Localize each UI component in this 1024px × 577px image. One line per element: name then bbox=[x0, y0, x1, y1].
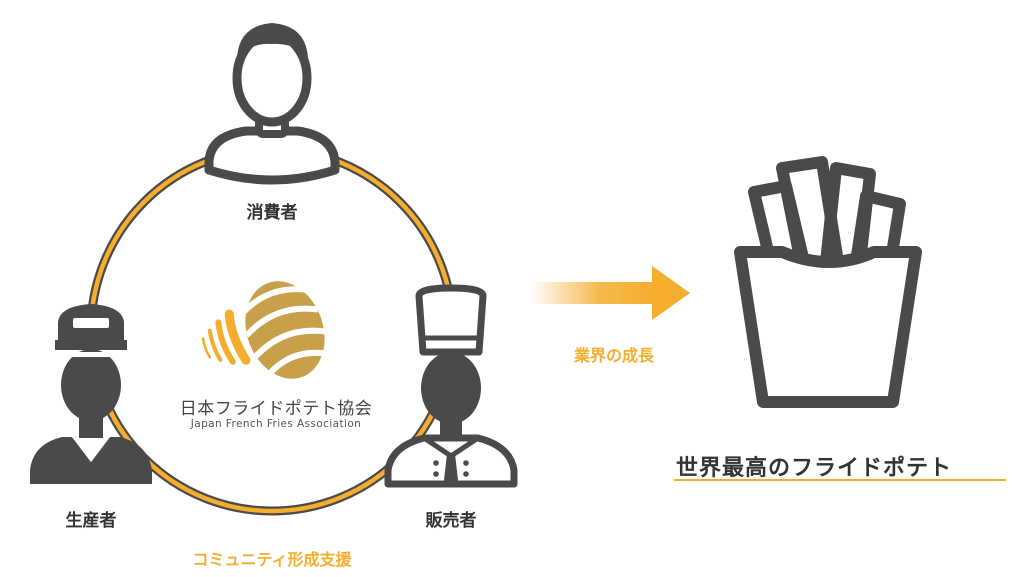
community-support-caption: コミュニティ形成支援 bbox=[192, 550, 352, 569]
producer-cap-person-icon bbox=[30, 304, 152, 484]
seller-label: 販売者 bbox=[425, 511, 477, 531]
french-fries-icon bbox=[734, 156, 922, 408]
association-name-en: Japan French Fries Association bbox=[190, 418, 362, 430]
association-logo-icon bbox=[201, 281, 326, 379]
chef-person-icon bbox=[384, 284, 518, 488]
consumer-person-icon bbox=[204, 23, 340, 185]
producer-label: 生産者 bbox=[65, 511, 117, 531]
goal-underline bbox=[674, 479, 1006, 481]
association-name-jp: 日本フライドポテト協会 bbox=[179, 399, 373, 419]
growth-arrow-icon bbox=[530, 266, 690, 320]
industry-growth-caption: 業界の成長 bbox=[573, 346, 655, 365]
consumer-label: 消費者 bbox=[246, 203, 298, 223]
goal-title: 世界最高のフライドポテト bbox=[676, 456, 953, 481]
